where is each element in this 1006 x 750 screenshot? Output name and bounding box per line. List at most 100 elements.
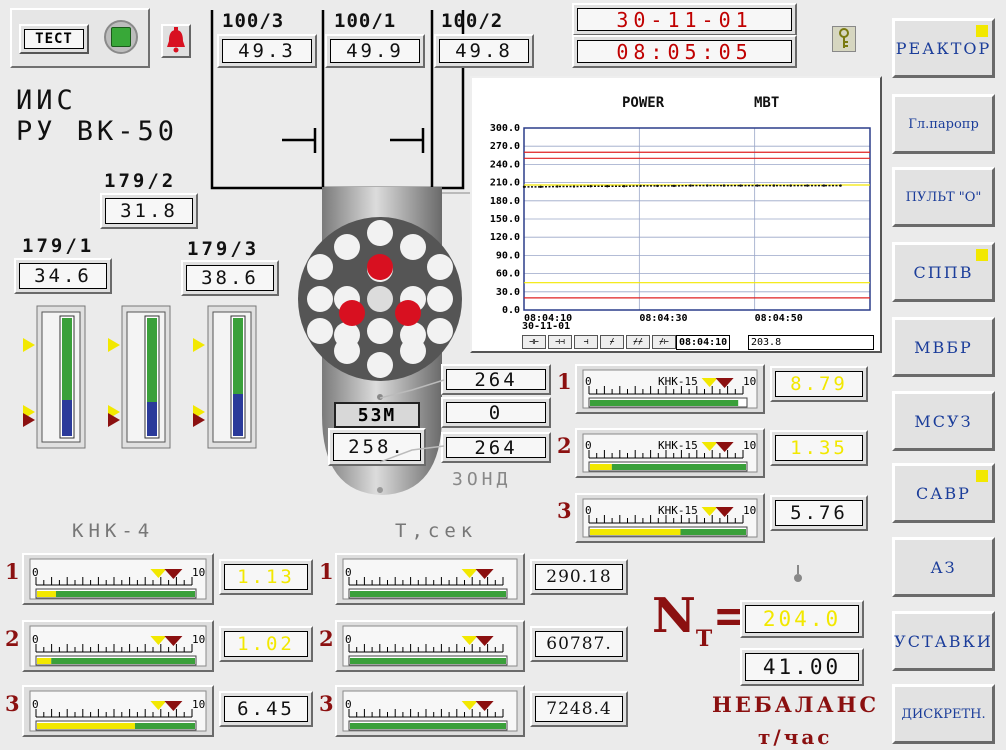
tsek-value: 60787. xyxy=(535,631,623,657)
meter-fill xyxy=(611,464,746,470)
nav-button-2[interactable]: ПУЛЬТ "О" xyxy=(892,167,995,227)
gauge-179-3 xyxy=(193,305,257,449)
chart-toolbar-button[interactable]: ⌿ xyxy=(600,335,624,349)
nav-indicator xyxy=(976,470,988,482)
chart-point xyxy=(689,184,692,187)
meter-scale-min: 0 xyxy=(585,375,592,388)
tsek-value-display: 290.18 xyxy=(530,559,628,595)
meter-fill xyxy=(680,529,746,535)
core-leader-lines xyxy=(372,370,452,470)
nav-button-label: АЗ xyxy=(930,557,957,577)
meter-scale-min: 0 xyxy=(345,566,352,579)
channel-100-3-label: 100/3 xyxy=(222,10,285,32)
knk4-row-index: 1 xyxy=(5,559,20,584)
chart-y-tick: 270.0 xyxy=(490,141,520,152)
chart-y-tick: 240.0 xyxy=(490,159,520,170)
core-reading-1-value: 264 xyxy=(446,369,546,390)
tsek-meter: 0 xyxy=(335,685,525,737)
nav-button-0[interactable]: РЕАКТОР xyxy=(892,18,995,78)
channel-100-1-label: 100/1 xyxy=(334,10,397,32)
chart-toolbar-button[interactable]: ⊣⊢ xyxy=(522,335,546,349)
knk15-value-display: 1.35 xyxy=(770,430,868,466)
chart-y-tick: 90.0 xyxy=(496,250,520,261)
drop-icon xyxy=(793,565,803,583)
chart-toolbar-button[interactable]: ⊣⊣ xyxy=(548,335,572,349)
chart-point xyxy=(622,185,626,188)
meter-scale-min: 0 xyxy=(585,504,592,517)
chart-y-tick: 210.0 xyxy=(490,178,520,189)
alarm-bell-icon[interactable] xyxy=(161,24,191,58)
chart-series-line xyxy=(524,184,841,188)
nav-button-1[interactable]: Гл.паропр xyxy=(892,94,995,154)
meter-scale-max: 10 xyxy=(743,439,756,452)
nav-button-4[interactable]: МВБР xyxy=(892,317,995,377)
status-lamp xyxy=(104,20,138,54)
chart-point xyxy=(672,184,676,188)
sensor-179-2-value: 31.8 xyxy=(105,198,193,224)
knk4-value-display: 1.13 xyxy=(219,559,313,595)
tsek-value-display: 60787. xyxy=(530,626,628,662)
sensor-179-1-display: 34.6 xyxy=(14,258,112,294)
tsek-meter: 0 xyxy=(335,620,525,672)
chart-point xyxy=(722,184,726,187)
chart-point xyxy=(539,185,542,189)
nav-button-6[interactable]: САВР xyxy=(892,463,995,523)
chart-x-date: 30-11-01 xyxy=(522,321,571,332)
meter-scale-min: 0 xyxy=(32,633,39,646)
nav-button-7[interactable]: АЗ xyxy=(892,537,995,597)
date-display: 30-11-01 xyxy=(572,3,797,36)
meter-name-label: КНК-15 xyxy=(658,439,698,452)
chart-y-tick: 120.0 xyxy=(490,232,520,243)
power-trend-chart[interactable]: 300.0270.0240.0210.0180.0150.0120.090.06… xyxy=(472,78,880,351)
chart-point xyxy=(522,185,526,189)
test-button-label: ТЕСТ xyxy=(24,29,84,49)
test-button[interactable]: ТЕСТ xyxy=(19,24,89,54)
meter-scale-max: 10 xyxy=(192,566,205,579)
chart-cursor-value: 203.8 xyxy=(748,335,874,350)
knk4-value-display: 1.02 xyxy=(219,626,313,662)
nav-button-label: УСТАВКИ xyxy=(894,631,993,651)
nav-button-3[interactable]: СППВ xyxy=(892,242,995,302)
nt-symbol: NT= xyxy=(652,588,752,652)
meter-scale-max: 10 xyxy=(743,504,756,517)
knk15-row-index: 1 xyxy=(557,369,572,394)
rod-53m-label: 53М xyxy=(357,404,397,426)
sensor-179-3-display: 38.6 xyxy=(181,260,279,296)
meter-fill xyxy=(350,658,506,664)
chart-point xyxy=(772,184,776,187)
meter-name-label: КНК-15 xyxy=(658,504,698,517)
rod-53m-label-box: 53М xyxy=(334,402,420,428)
nav-button-9[interactable]: ДИСКРЕТН. xyxy=(892,684,995,744)
imbalance-unit: т/час xyxy=(758,725,833,749)
sensor-179-2-display: 31.8 xyxy=(100,193,198,229)
tsek-meter: 0 xyxy=(335,553,525,605)
chart-x-tick: 08:04:30 xyxy=(639,313,687,324)
chart-y-tick: 180.0 xyxy=(490,196,520,207)
chart-toolbar-button[interactable]: ⌿⌿ xyxy=(626,335,650,349)
nav-button-label: СППВ xyxy=(913,262,974,282)
channel-100-2-label: 100/2 xyxy=(441,10,504,32)
meter-fill xyxy=(350,591,506,597)
key-icon[interactable] xyxy=(832,26,856,52)
chart-toolbar-button[interactable]: ⊣ xyxy=(574,335,598,349)
chart-point xyxy=(789,184,792,187)
meter-fill xyxy=(37,658,52,664)
nav-button-5[interactable]: МСУЗ xyxy=(892,391,995,451)
chart-toolbar-button[interactable]: ⌿⊢ xyxy=(652,335,676,349)
nav-button-8[interactable]: УСТАВКИ xyxy=(892,611,995,671)
meter-fill xyxy=(134,723,195,729)
tsek-row-index: 1 xyxy=(319,559,334,584)
gauge-179-2 xyxy=(108,305,171,449)
system-title-line2: РУ ВК-50 xyxy=(16,116,179,147)
knk4-value: 1.13 xyxy=(224,564,308,590)
knk15-meter: 0 10 КНК-15 xyxy=(575,493,765,543)
knk15-value-display: 5.76 xyxy=(770,495,868,531)
system-title-line1: ИИС xyxy=(16,85,77,116)
meter-fill xyxy=(350,723,506,729)
sensor-179-2-label: 179/2 xyxy=(104,170,177,192)
knk15-value: 1.35 xyxy=(775,435,863,461)
chart-x-tick: 08:04:50 xyxy=(755,313,803,324)
chart-point xyxy=(606,185,609,188)
chart-x-tick: 08:04:10 xyxy=(524,313,572,324)
